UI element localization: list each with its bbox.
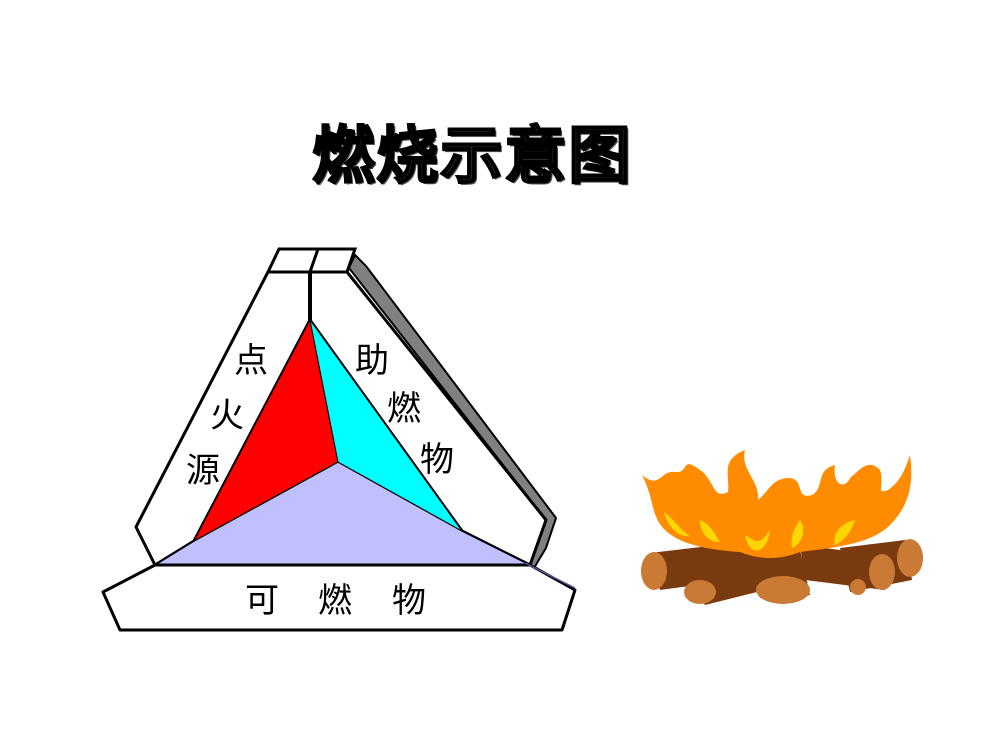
base-right-bevel (524, 562, 576, 589)
flame-inner (745, 530, 770, 551)
left-label-char-2: 火 (210, 396, 244, 436)
base-label-char-1: 可 (245, 581, 279, 621)
flames (642, 450, 912, 558)
log-end (897, 539, 923, 577)
page-title: 燃烧示意图 (0, 105, 945, 195)
top-cap (265, 247, 358, 274)
flame-outer (642, 450, 912, 558)
left-label-char-1: 点 (234, 341, 268, 381)
log-stub (850, 579, 866, 595)
flame-inner (791, 520, 804, 548)
left-label-char-3: 源 (186, 451, 220, 491)
logs (641, 539, 923, 605)
flame-inner (700, 520, 720, 542)
log-right (800, 545, 885, 590)
right-label-char-1: 助 (355, 341, 389, 381)
right-label-char-2: 燃 (387, 389, 421, 429)
log-end (756, 576, 810, 604)
right-label-char-3: 物 (420, 440, 454, 480)
oxidizer-face (309, 319, 463, 532)
flame-inner (834, 520, 855, 545)
log-end (684, 580, 716, 604)
flame-inner (664, 512, 690, 537)
title-text: 燃烧示意图 (311, 118, 633, 193)
base-label-char-3: 物 (392, 581, 426, 621)
top-cap-divider (308, 248, 320, 273)
log-end (869, 554, 895, 590)
base-label-char-2: 燃 (318, 581, 352, 621)
log-end (641, 552, 667, 590)
